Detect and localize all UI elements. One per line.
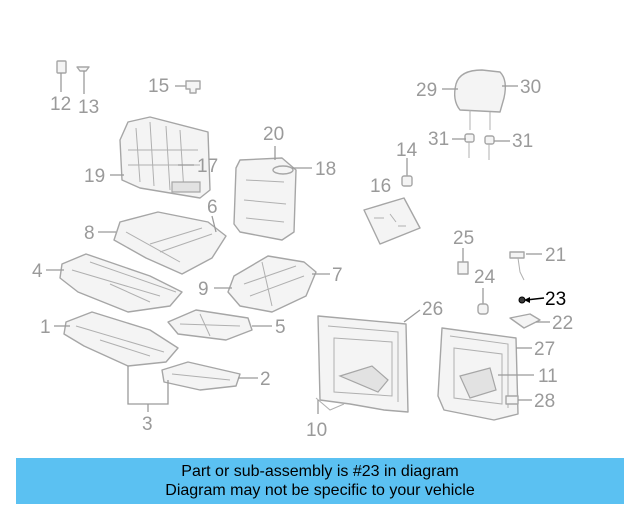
callout-21: 21	[545, 245, 566, 266]
callout-6: 6	[207, 197, 218, 218]
part-24-plug	[477, 288, 489, 315]
callout-15: 15	[148, 76, 169, 97]
part-16-hardware-kit: 16	[363, 176, 421, 245]
part-31-guide-right	[484, 135, 495, 160]
part-27-11-back-panel	[437, 327, 519, 421]
part-2-rail	[161, 361, 241, 391]
callout-31b: 31	[512, 131, 533, 152]
part-1-frame	[63, 311, 179, 367]
callout-25: 25	[453, 228, 474, 249]
callout-30: 30	[520, 77, 541, 98]
callout-2: 2	[260, 369, 271, 390]
callout-31a: 31	[428, 129, 449, 150]
part-28-bolt	[505, 395, 519, 405]
callout-23: 23	[545, 289, 566, 310]
callout-1: 1	[40, 317, 51, 338]
part-31-guide-left	[464, 133, 475, 158]
part-15-bracket	[175, 80, 201, 94]
callout-20: 20	[263, 124, 284, 145]
callout-11: 11	[538, 366, 558, 387]
part-25-clip	[457, 248, 469, 275]
callout-5: 5	[275, 317, 286, 338]
leader-26	[403, 309, 421, 323]
callout-19: 19	[84, 166, 105, 187]
leader-6	[211, 215, 217, 233]
callout-14: 14	[396, 140, 418, 161]
part-26-10-back-panel	[315, 315, 409, 414]
callout-18: 18	[315, 159, 336, 180]
callout-13: 13	[78, 97, 99, 118]
part-13-clip	[76, 66, 90, 94]
banner-line-2: Diagram may not be specific to your vehi…	[165, 482, 475, 499]
callout-10: 10	[306, 420, 327, 441]
callout-22: 22	[552, 313, 573, 334]
callout-9: 9	[198, 279, 209, 300]
part-14-bolt	[401, 158, 413, 187]
callout-24: 24	[474, 267, 496, 288]
callout-12: 12	[50, 94, 71, 115]
callout-26: 26	[422, 299, 443, 320]
callout-27: 27	[534, 339, 555, 360]
part-17-19-seatback-frame	[119, 116, 211, 199]
part-21-release-cable	[509, 251, 525, 281]
part-18-20-seatback-cushion	[233, 146, 297, 241]
part-22-bezel	[509, 313, 541, 329]
callout-16: 16	[370, 176, 391, 197]
banner-line-1: Part or sub-assembly is #23 in diagram	[181, 463, 459, 480]
part-23-highlighted	[518, 296, 545, 304]
info-banner: Part or sub-assembly is #23 in diagram D…	[16, 458, 624, 504]
callout-28: 28	[534, 391, 555, 412]
part-6-8-seat-cushion	[113, 211, 227, 275]
part-12-clip	[56, 60, 67, 92]
parts-diagram: 12 13 15 19 17 20 18 8 6 4	[32, 60, 573, 441]
callout-3: 3	[142, 414, 153, 435]
callout-17: 17	[197, 156, 218, 177]
part-5-pan	[167, 309, 253, 341]
callout-29: 29	[416, 80, 437, 101]
callout-4: 4	[32, 261, 43, 282]
callout-7: 7	[332, 265, 343, 286]
part-29-30-headrest	[453, 69, 507, 130]
part-4-seat-pan	[59, 253, 183, 313]
part-7-9-outboard-cushion	[227, 255, 317, 313]
callout-8: 8	[84, 223, 95, 244]
